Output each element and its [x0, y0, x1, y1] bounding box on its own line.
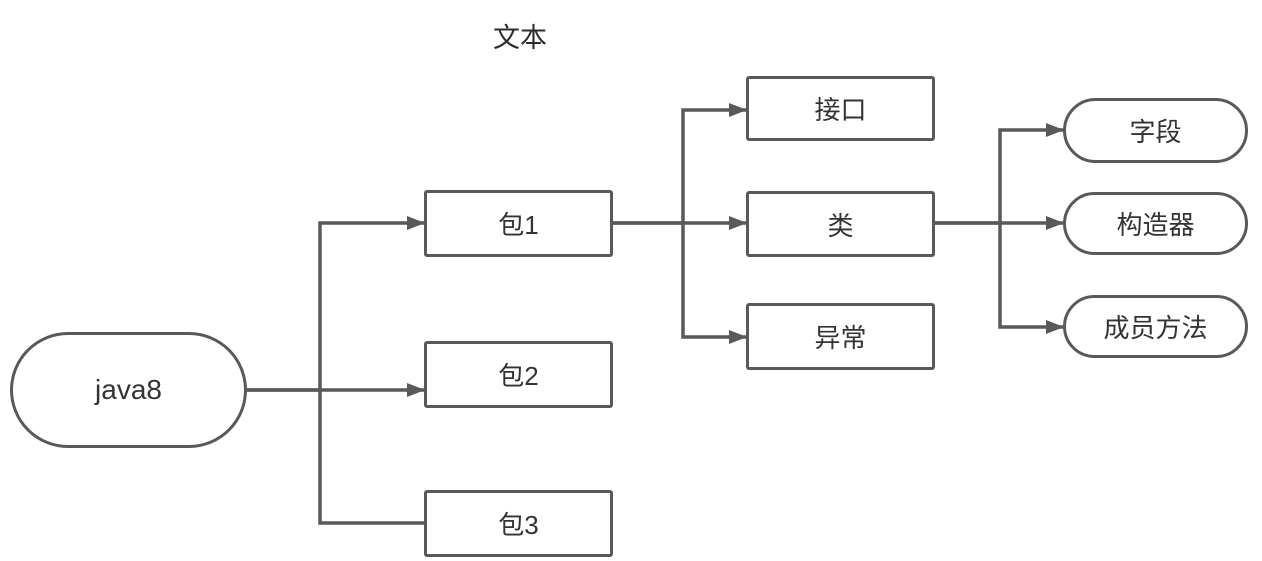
- node-class-label: 类: [827, 210, 854, 241]
- node-constructor-label: 构造器: [1116, 210, 1195, 240]
- node-pkg1: 包1: [424, 190, 613, 257]
- node-class: 类: [746, 191, 935, 257]
- node-pkg2: 包2: [424, 341, 613, 408]
- diagram-label: 文本: [493, 23, 547, 53]
- node-field-label: 字段: [1129, 117, 1182, 147]
- node-pkg2-label: 包2: [498, 361, 539, 391]
- node-pkg1-label: 包1: [498, 210, 539, 240]
- node-pkg3-label: 包3: [498, 510, 539, 540]
- edge-java8-pkg1: [247, 216, 425, 392]
- node-pkg3: 包3: [424, 490, 613, 557]
- node-member-method: 成员方法: [1063, 295, 1248, 358]
- edge-class-field: [935, 123, 1064, 225]
- node-constructor: 构造器: [1063, 192, 1248, 255]
- node-field: 字段: [1063, 98, 1248, 163]
- node-java8-label: java8: [95, 374, 162, 405]
- edge-pkg1-exception: [681, 223, 747, 344]
- edge-class-member-method: [998, 223, 1064, 334]
- node-interface: 接口: [746, 76, 935, 141]
- node-exception: 异常: [746, 303, 935, 370]
- node-member-method-label: 成员方法: [1103, 313, 1208, 343]
- node-interface-label: 接口: [814, 95, 867, 125]
- node-java8: java8: [10, 332, 247, 448]
- edge-pkg1-interface: [613, 103, 747, 225]
- edge-java8-pkg3: [318, 390, 424, 525]
- node-exception-label: 异常: [814, 323, 867, 353]
